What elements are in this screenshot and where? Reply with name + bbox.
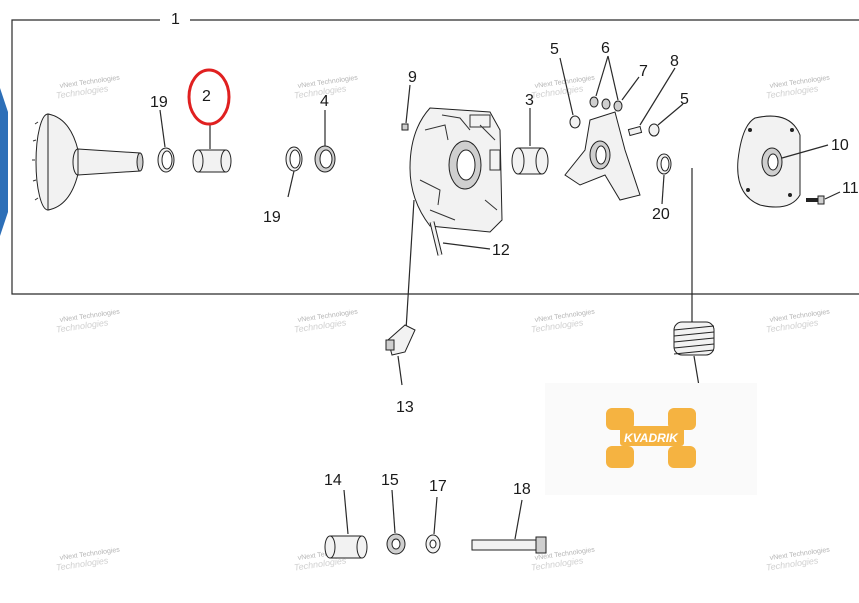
callout-4: 4: [320, 93, 329, 110]
ring-19-lower: [285, 146, 303, 172]
washer-16-part: [386, 533, 406, 555]
callout-11: 10: [831, 137, 849, 154]
callout-16: 15: [381, 472, 399, 489]
callout-6: 6: [601, 40, 610, 57]
callout-15: 14: [324, 472, 342, 489]
callout-19-lower: 19: [263, 209, 281, 226]
part-14: [385, 324, 416, 356]
bolt-12-part: [806, 195, 825, 205]
callout-20: 20: [652, 206, 670, 223]
callout-5-left: 5: [550, 41, 559, 58]
bushing-3-part: [511, 147, 549, 175]
bolt-18-part: [471, 536, 547, 554]
highlight-circle: [187, 68, 231, 126]
callout-13: 12: [492, 242, 510, 259]
screw-9-part: [401, 123, 409, 131]
cover-part: [737, 115, 801, 208]
svg-text:KVADRIK: KVADRIK: [624, 431, 679, 445]
callout-1: 1: [171, 11, 180, 28]
callout-5-right: 5: [680, 91, 689, 108]
kvadrik-logo: KVADRIK: [545, 383, 757, 495]
callout-9: 9: [408, 69, 417, 86]
bushing-2-part: [192, 149, 232, 173]
callout-8: 8: [670, 53, 679, 70]
callout-17: 17: [429, 478, 447, 495]
spider-part: [564, 111, 641, 201]
callout-18: 18: [513, 481, 531, 498]
washers-6-part: [589, 96, 623, 112]
assembly-frame: [11, 19, 859, 295]
callout-3: 3: [525, 92, 534, 109]
bushing-15-part: [324, 535, 368, 559]
callout-12: 11: [842, 180, 859, 197]
roller-5-right-part: [648, 123, 660, 137]
ring-19-upper: [157, 147, 175, 173]
fixed-sheave-part: [32, 113, 144, 211]
pin-8-part: [627, 125, 643, 137]
washer-17-part: [425, 534, 441, 554]
callout-7: 7: [639, 63, 648, 80]
callout-14: 13: [396, 399, 414, 416]
roller-5-left-part: [569, 115, 581, 129]
callout-19-upper: 19: [150, 94, 168, 111]
seal-4-part: [314, 145, 336, 173]
side-tab: [0, 88, 8, 236]
ring-20-part: [656, 153, 672, 175]
movable-sheave-part: [409, 107, 503, 233]
callout-2: 2: [202, 88, 211, 105]
pin-13-part: [429, 221, 443, 256]
spring-10-part: [673, 321, 715, 356]
